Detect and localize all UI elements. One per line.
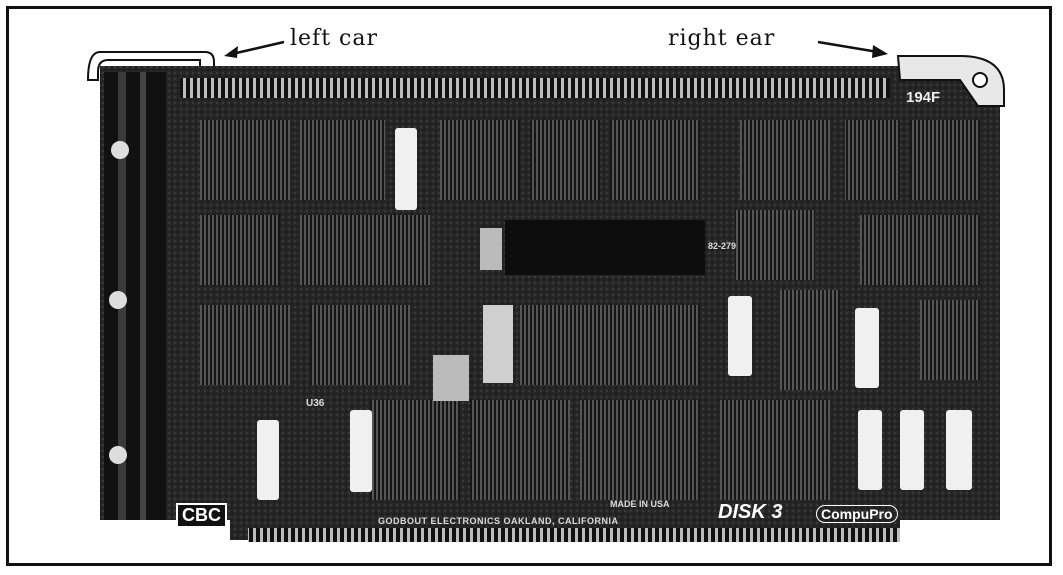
chip-ref: U36 <box>306 398 325 409</box>
right-ear-label: right ear <box>668 26 776 51</box>
bottom-edge-connector <box>248 528 900 542</box>
right-ear-bracket <box>896 55 1005 107</box>
product-name: DISK 3 <box>718 501 783 523</box>
ic-array <box>200 120 980 500</box>
left-ear-bracket <box>86 51 215 81</box>
maker-line: GODBOUT ELECTRONICS OAKLAND, CALIFORNIA <box>378 516 619 526</box>
part-number: 194F <box>906 89 941 106</box>
top-header-connector <box>180 78 890 98</box>
left-ear-arrow <box>224 40 285 58</box>
eprom-labels <box>257 128 972 500</box>
right-ear-arrow <box>817 40 888 58</box>
left-ear-label: left car <box>290 26 378 51</box>
mounting-hole <box>972 72 988 88</box>
origin-text: MADE IN USA <box>610 499 670 509</box>
ic-marking: 82-279 <box>708 241 737 251</box>
maker-logo: CBC <box>176 503 227 528</box>
brand-logo: CompuPro <box>816 505 898 523</box>
